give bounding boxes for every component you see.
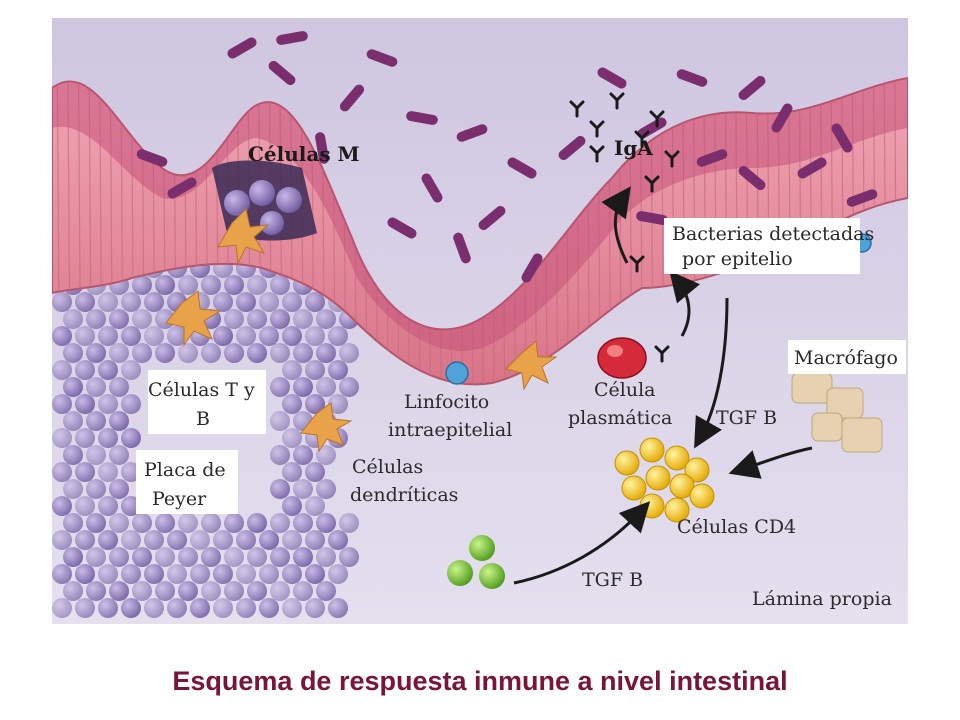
macrophage-cells: [791, 372, 883, 453]
plasma-cell: [597, 337, 647, 379]
label-m-cells: Células M: [248, 142, 360, 166]
intestinal-immune-diagram: Células M IgA Bacterias detectadas por e…: [52, 18, 908, 624]
arrow-macrophage-to-cd4: [728, 446, 813, 479]
macrophage-label-box: [788, 340, 906, 374]
label-plasma-line1: Célula: [594, 379, 656, 401]
label-dendritic-line1: Células: [352, 456, 423, 478]
arrow-to-iga: [601, 186, 631, 264]
label-bacteria-line2: por epitelio: [682, 248, 793, 270]
bacteria-label-box: [664, 218, 860, 274]
label-lamina: Lámina propia: [752, 588, 892, 610]
label-cd4: Células CD4: [677, 516, 796, 538]
label-peyer-line1: Placa de: [144, 459, 226, 481]
diagram-canvas: Células M IgA Bacterias detectadas por e…: [52, 18, 908, 624]
arrow-bacteria-to-cd4: [694, 297, 729, 449]
label-dendritic-line2: dendríticas: [350, 484, 458, 506]
tb-label-box: [148, 370, 266, 434]
intraepithelial-lymphocyte-cell: [445, 361, 469, 385]
cd4-cells: [614, 437, 715, 523]
iga-antibodies: [569, 92, 680, 363]
lumen-surface: [52, 78, 908, 351]
label-lymph-line1: Linfocito: [404, 391, 489, 413]
label-lymph-line2: intraepitelial: [388, 419, 512, 441]
arrow-plasma-up: [669, 270, 701, 337]
label-macrophage: Macrófago: [794, 347, 898, 369]
plasma-cell-nucleus: [607, 345, 623, 357]
label-iga: IgA: [614, 136, 653, 160]
label-tgf-top: TGF B: [716, 407, 777, 429]
figure-caption: Esquema de respuesta inmune a nivel inte…: [172, 666, 788, 696]
label-peyer-line2: Peyer: [152, 488, 207, 510]
label-bacteria-line1: Bacterias detectadas: [672, 223, 874, 245]
label-tb-line2: B: [196, 408, 210, 430]
label-plasma-line2: plasmática: [568, 407, 672, 429]
arrow-green-to-cd4: [513, 501, 651, 585]
dendritic-cells: [165, 208, 558, 453]
green-cells: [447, 535, 505, 589]
bacteria: [136, 31, 878, 283]
arrows: [513, 186, 813, 585]
label-tgf-bottom: TGF B: [582, 569, 643, 591]
peyer-label-box: [136, 450, 238, 514]
label-tb-line1: Células T y: [148, 379, 255, 401]
m-cells: [224, 180, 302, 235]
